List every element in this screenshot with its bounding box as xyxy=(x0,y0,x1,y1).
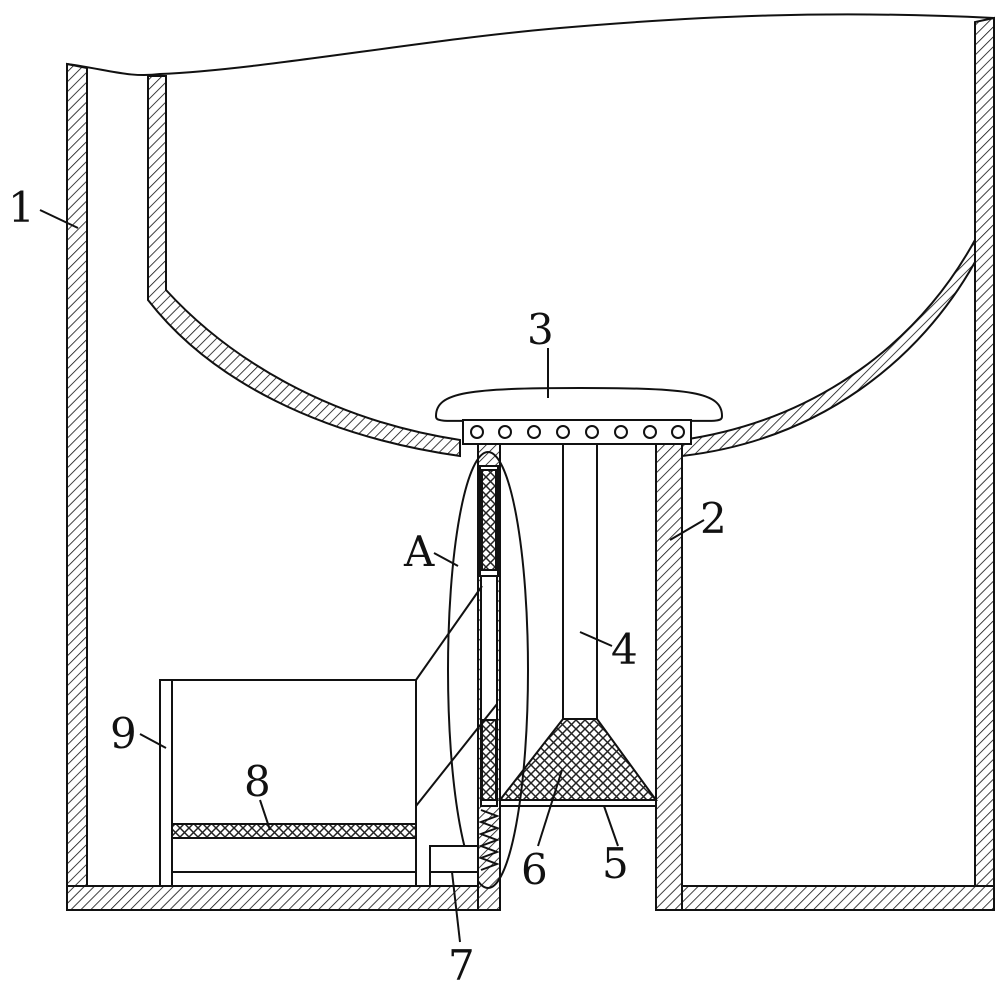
housing-bottom-wall xyxy=(66,885,479,911)
basin-wall xyxy=(147,75,461,458)
inner-rod xyxy=(562,443,598,720)
label-3: 3 xyxy=(527,305,554,354)
connector-lower xyxy=(415,703,498,807)
cap-holes xyxy=(470,425,685,439)
spring xyxy=(478,809,500,871)
filter-cone xyxy=(497,718,658,801)
label-1: 1 xyxy=(8,183,35,232)
collection-box xyxy=(159,679,417,887)
housing-left-wall xyxy=(66,62,88,887)
label-4: 4 xyxy=(611,625,638,674)
connector-upper xyxy=(415,585,483,681)
housing-right-wall xyxy=(974,16,995,887)
detail-ellipse-a xyxy=(447,451,529,889)
slider-mesh xyxy=(481,719,497,801)
top-break-line xyxy=(66,13,995,77)
label-6: 6 xyxy=(521,845,548,894)
label-7: 7 xyxy=(448,941,475,988)
cap xyxy=(434,386,724,422)
small-block xyxy=(429,845,479,887)
guide-mesh xyxy=(481,469,497,571)
housing-bottom-wall-right xyxy=(681,885,995,911)
filter-layer xyxy=(171,823,417,839)
central-pipe-right-wall xyxy=(655,443,683,911)
label-A: A xyxy=(403,527,435,576)
label-9: 9 xyxy=(110,709,137,758)
label-2: 2 xyxy=(700,494,727,543)
basin-wall-right xyxy=(681,239,976,458)
label-5: 5 xyxy=(602,839,629,888)
label-8: 8 xyxy=(244,757,271,806)
leader-lines xyxy=(39,209,705,943)
